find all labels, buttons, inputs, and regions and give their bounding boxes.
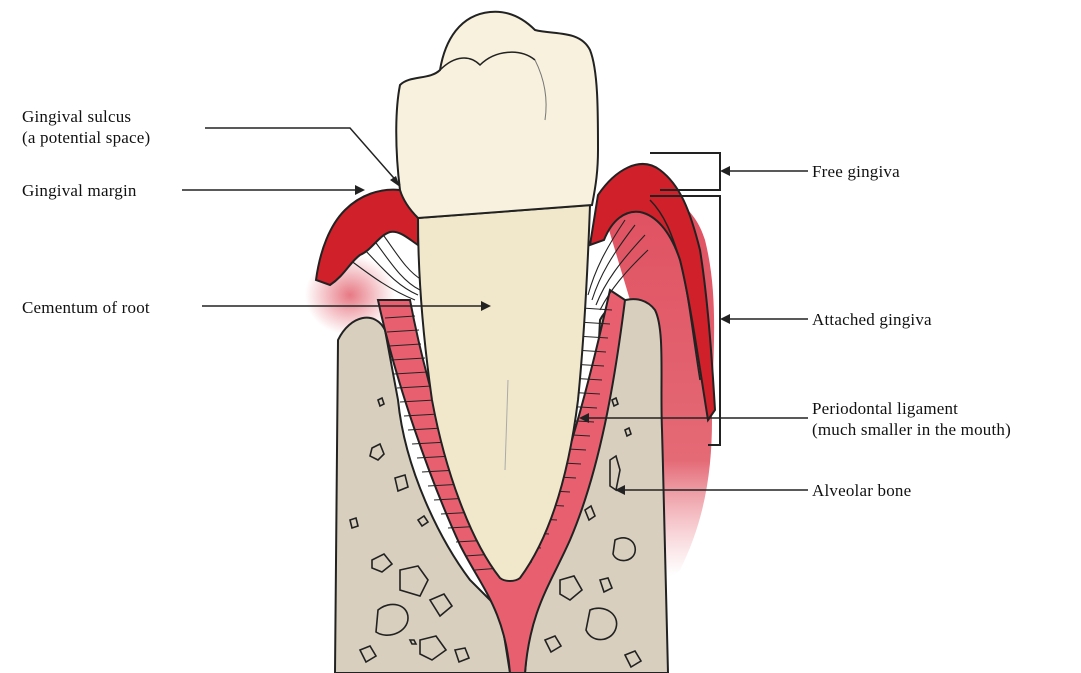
- label-cementum-of-root: Cementum of root: [22, 297, 150, 318]
- gingival-sulcus-line1: Gingival sulcus: [22, 106, 150, 127]
- tooth-crown: [396, 12, 598, 218]
- leader-gingival-sulcus: [205, 128, 400, 185]
- label-periodontal-ligament: Periodontal ligament (much smaller in th…: [812, 398, 1011, 440]
- gingival-sulcus-line2: (a potential space): [22, 127, 150, 148]
- periodontal-ligament-line1: Periodontal ligament: [812, 398, 1011, 419]
- label-alveolar-bone: Alveolar bone: [812, 480, 911, 501]
- periodontal-ligament-line2: (much smaller in the mouth): [812, 419, 1011, 440]
- label-attached-gingiva: Attached gingiva: [812, 309, 932, 330]
- label-free-gingiva: Free gingiva: [812, 161, 900, 182]
- label-gingival-sulcus: Gingival sulcus (a potential space): [22, 106, 150, 148]
- label-gingival-margin: Gingival margin: [22, 180, 137, 201]
